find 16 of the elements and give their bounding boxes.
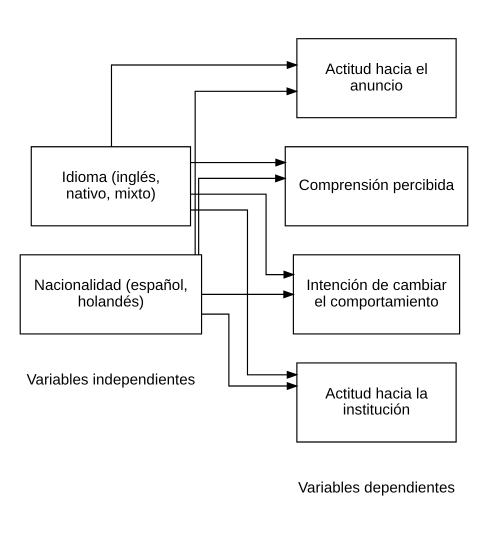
node-box: Intención de cambiar el comportamiento [292, 254, 460, 334]
arrow [198, 174, 287, 254]
arrow [194, 86, 298, 254]
arrow [202, 290, 295, 298]
arrow [190, 158, 287, 166]
label: Variables dependientes [298, 478, 455, 496]
node-box: Actitud hacia la institución [296, 362, 457, 442]
arrow [202, 313, 298, 390]
arrow [190, 208, 298, 378]
node-box: Idioma (inglés, nativo, mixto) [30, 146, 192, 226]
node-box: Actitud hacia el anuncio [296, 38, 457, 118]
node-box: Nacionalidad (español, holandés) [20, 254, 202, 334]
arrow [110, 60, 298, 146]
node-box: Comprensión percibida [284, 146, 468, 226]
arrow [190, 193, 296, 278]
label: Variables independientes [26, 370, 196, 388]
